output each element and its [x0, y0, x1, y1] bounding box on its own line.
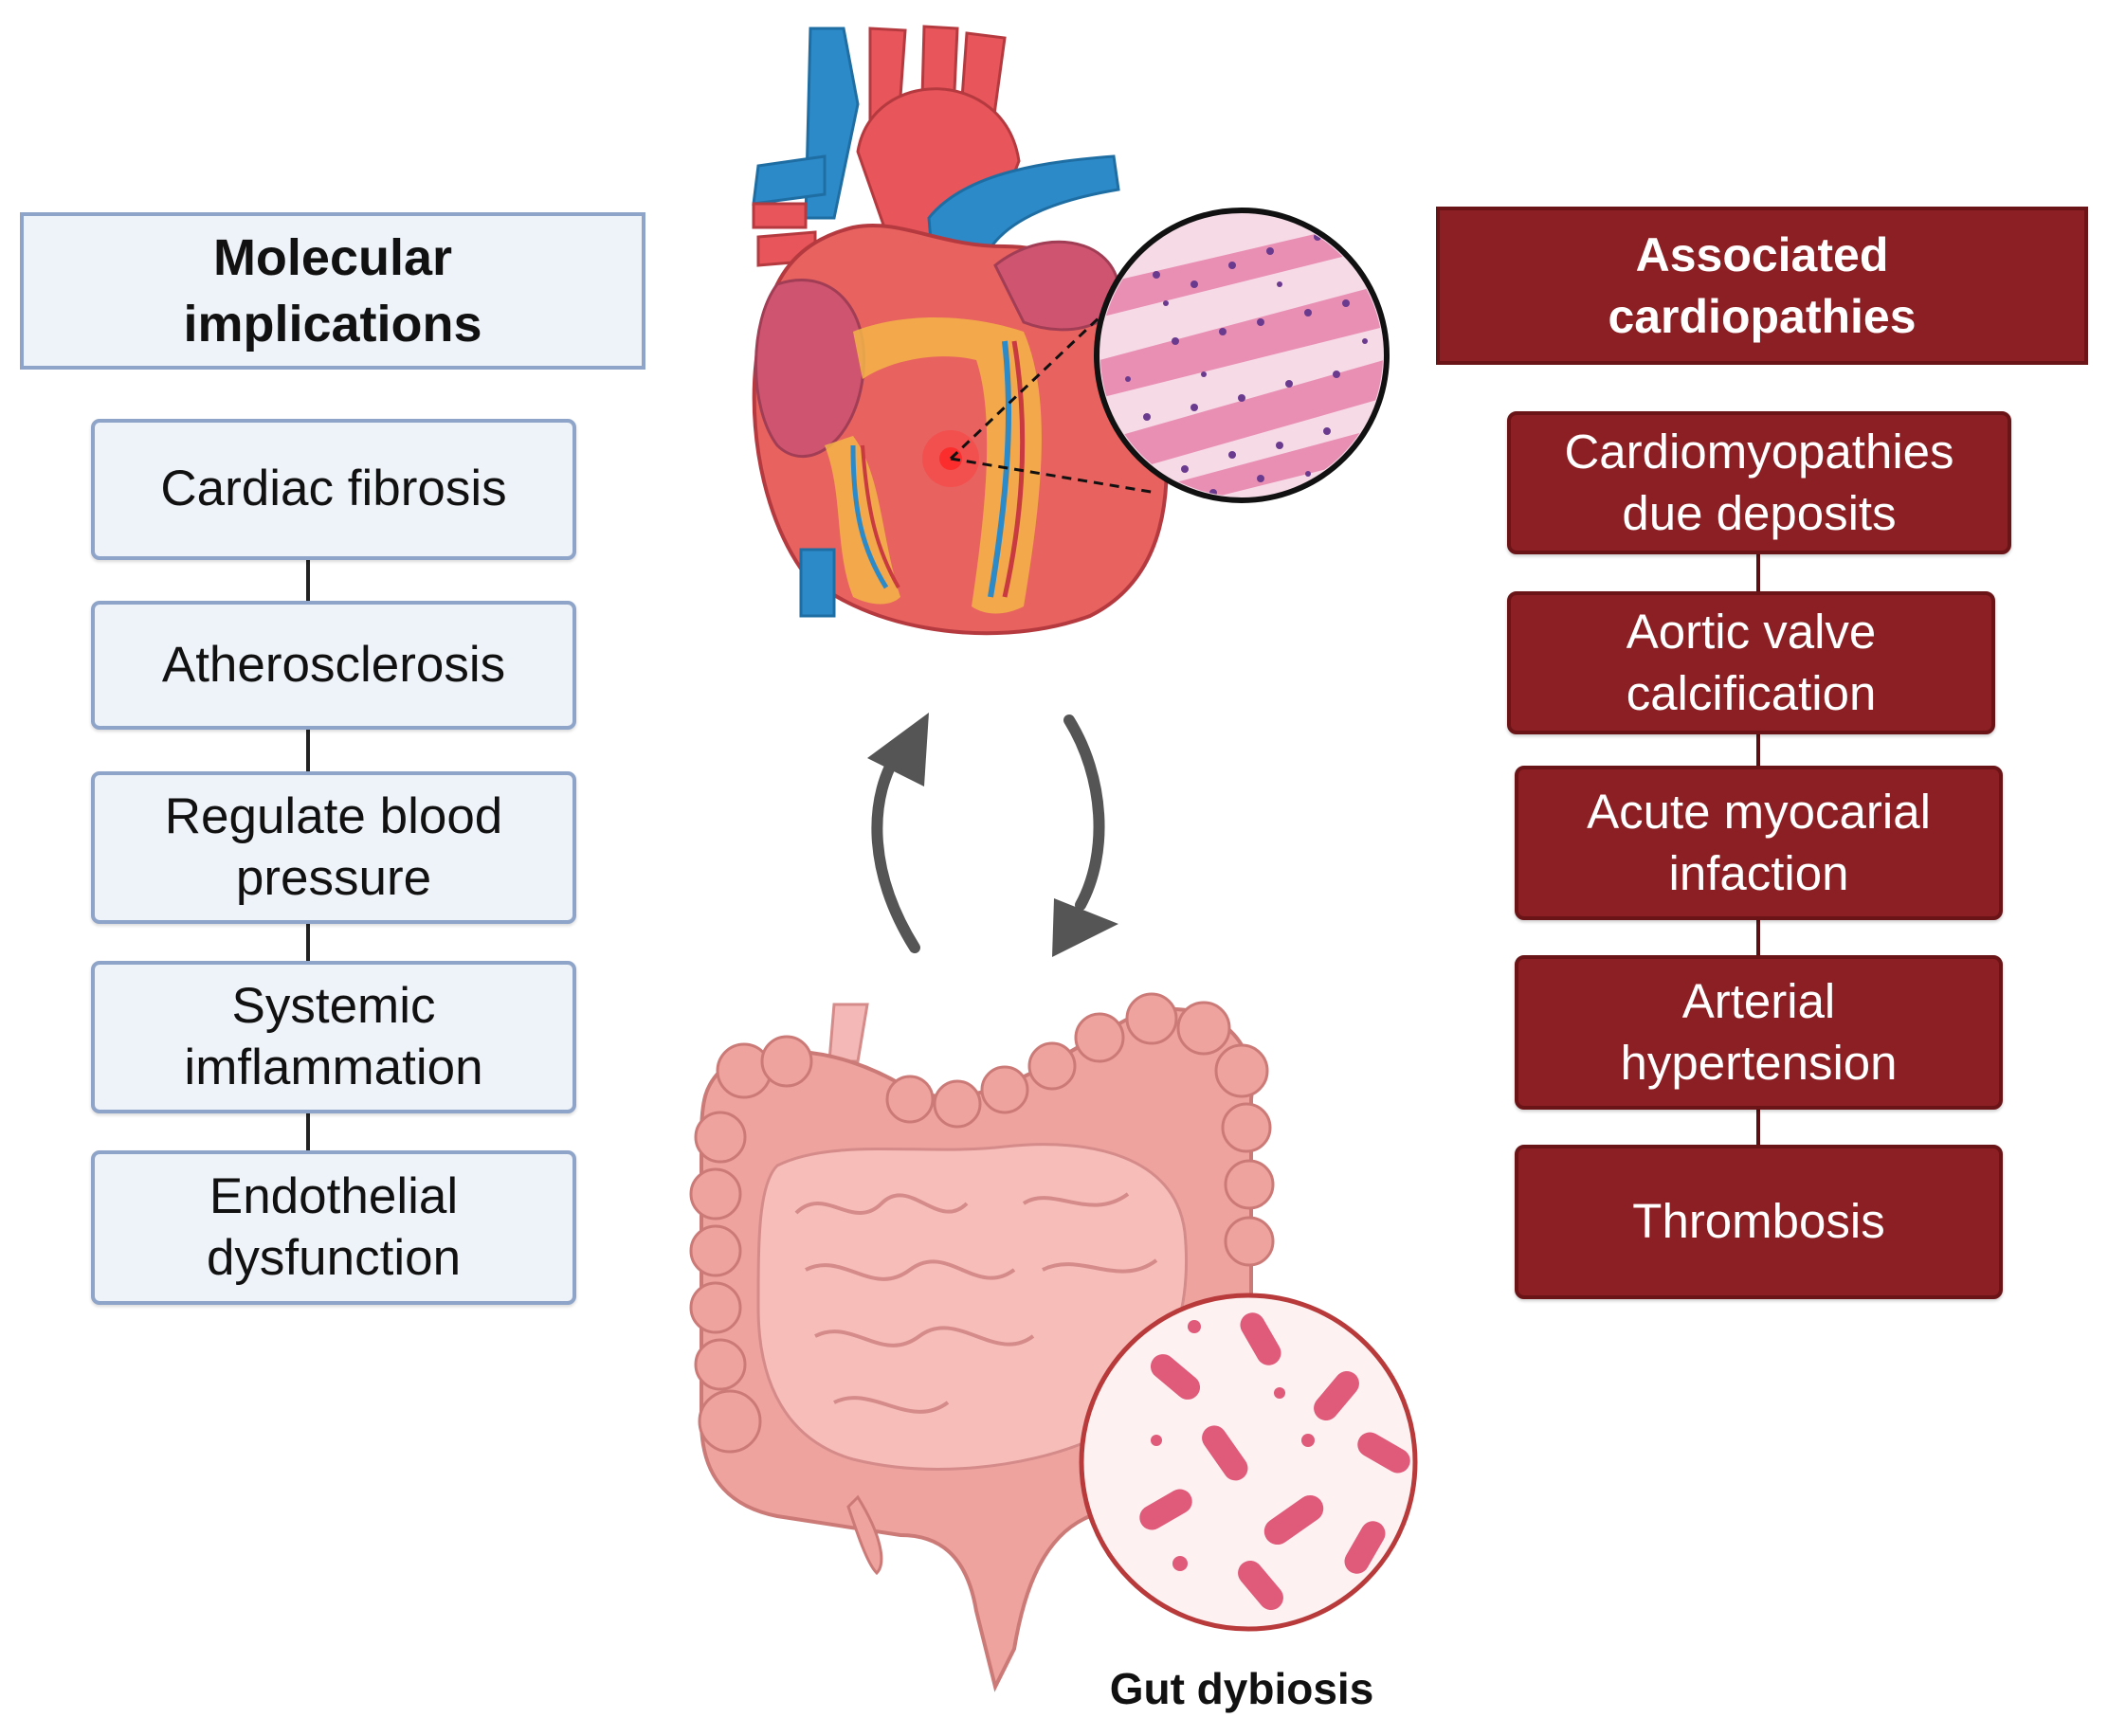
- connector-line: [306, 730, 310, 772]
- right-item-aortic-valve-calcification: Aortic valve calcification: [1507, 591, 1995, 734]
- left-item-atherosclerosis: Atherosclerosis: [91, 601, 576, 730]
- item-line1: Endothelial: [209, 1167, 459, 1224]
- item-line2: hypertension: [1620, 1035, 1898, 1090]
- bacteria-magnifier-icon: [1079, 1293, 1418, 1632]
- connector-line: [1756, 734, 1760, 768]
- item-line2: due deposits: [1622, 485, 1897, 540]
- intestine-icon: [689, 992, 1275, 1692]
- molecular-implications-header: Molecular implications: [20, 212, 645, 370]
- item-line1: Acute myocarial: [1587, 785, 1931, 840]
- left-item-regulate-blood-pressure: Regulate blood pressure: [91, 771, 576, 924]
- right-item-cardiomyopathies: Cardiomyopathies due deposits: [1507, 411, 2011, 554]
- item-line1: Aortic valve: [1626, 605, 1877, 660]
- item-line2: infaction: [1668, 845, 1849, 900]
- connector-line: [306, 1113, 310, 1151]
- header-line2: cardiopathies: [1608, 289, 1917, 343]
- connector-line: [306, 559, 310, 602]
- item-line1: Atherosclerosis: [161, 636, 506, 693]
- item-line2: pressure: [235, 849, 432, 906]
- gut-dysbiosis-caption: Gut dybiosis: [1109, 1664, 1374, 1713]
- item-line1: Systemic: [231, 977, 436, 1034]
- connector-line: [1756, 1109, 1760, 1145]
- right-item-arterial-hypertension: Arterial hypertension: [1515, 955, 2003, 1110]
- heart-icon: [752, 25, 1169, 636]
- item-line2: dysfunction: [206, 1229, 462, 1286]
- header-line1: Associated: [1635, 227, 1889, 281]
- connector-line: [306, 924, 310, 962]
- connector-line: [1756, 919, 1760, 955]
- header-line1: Molecular: [212, 228, 453, 286]
- item-line2: calcification: [1626, 665, 1877, 720]
- cycle-arrows-icon: [867, 713, 1118, 957]
- item-line2: imflammation: [184, 1039, 483, 1095]
- item-line1: Cardiomyopathies: [1564, 425, 1954, 479]
- left-item-endothelial-dysfunction: Endothelial dysfunction: [91, 1150, 576, 1305]
- connector-line: [1756, 554, 1760, 594]
- right-item-acute-myocardial-infarction: Acute myocarial infaction: [1515, 766, 2003, 920]
- left-item-cardiac-fibrosis: Cardiac fibrosis: [91, 419, 576, 560]
- right-item-thrombosis: Thrombosis: [1515, 1145, 2003, 1299]
- left-item-systemic-inflammation: Systemic imflammation: [91, 961, 576, 1113]
- item-line1: Arterial: [1681, 974, 1836, 1029]
- associated-cardiopathies-header: Associated cardiopathies: [1436, 207, 2088, 365]
- header-line2: implications: [183, 296, 482, 353]
- histology-magnifier-icon: [1094, 208, 1390, 503]
- item-line1: Thrombosis: [1632, 1194, 1885, 1249]
- item-line1: Regulate blood: [164, 787, 503, 844]
- item-line1: Cardiac fibrosis: [160, 461, 507, 517]
